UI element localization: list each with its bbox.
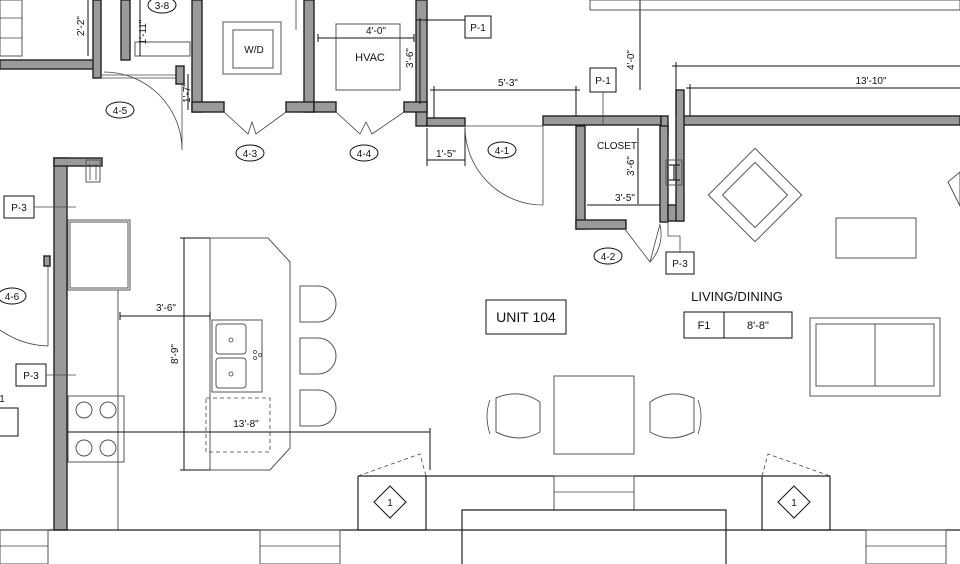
partition-tag-p3-left-bottom: P-3 <box>15 363 76 387</box>
dim-top-left-a: 2'-2" <box>76 16 87 36</box>
door-4-5-swing <box>103 71 183 151</box>
svg-text:4-6: 4-6 <box>5 292 20 303</box>
door-tag-4-5: 4-5 <box>105 101 135 119</box>
window-tag-left: 1 <box>373 485 407 519</box>
unit-label: UNIT 104 <box>496 309 556 325</box>
dim-jamb-return: 1'-5" <box>436 149 456 160</box>
top-left-rooms <box>0 0 191 79</box>
partition-tag-p3-closet: P-3 <box>665 220 695 275</box>
finish-tag-code: F1 <box>698 320 711 332</box>
svg-text:3-8: 3-8 <box>155 1 170 12</box>
closet <box>575 89 685 263</box>
dim-wall-stub: 1'-7" <box>182 83 193 103</box>
wd-hvac-closets <box>191 0 466 135</box>
unit-label-box <box>485 299 567 335</box>
kitchen-island <box>205 237 337 471</box>
partition-tag-p1-top: P-1 <box>464 15 492 39</box>
wd-label: W/D <box>244 45 263 56</box>
dim-upper-right: 4'-0" <box>626 50 637 70</box>
door-tag-4-3: 4-4 <box>349 144 379 162</box>
kitchen-counters <box>67 219 131 530</box>
door-tag-3-8: 3-8 <box>147 0 177 14</box>
svg-text:4-1: 4-1 <box>495 146 510 157</box>
svg-text:P-1: P-1 <box>470 23 486 34</box>
svg-text:4-5: 4-5 <box>113 106 128 117</box>
south-wall <box>0 453 960 564</box>
door-4-1-swing <box>464 125 544 206</box>
partial-tag-box <box>0 407 19 437</box>
door-tag-4-6: 4-6 <box>0 287 27 305</box>
partition-tag-p1-closet: P-1 <box>589 67 617 124</box>
finish-tag-height-box <box>723 311 793 339</box>
svg-text:4-4: 4-4 <box>357 149 372 160</box>
left-wall <box>0 157 103 531</box>
dim-kitchen-span: 13'-8" <box>233 419 259 430</box>
living-furniture <box>707 147 960 397</box>
dim-closet-width: 3'-5" <box>615 193 635 204</box>
dining-set <box>486 375 702 455</box>
svg-text:4-3: 4-3 <box>243 149 258 160</box>
living-dining-label: LIVING/DINING <box>691 289 783 304</box>
window-tag-right-text: 1 <box>791 498 797 509</box>
dim-hvac-depth: 3'-6" <box>405 48 416 68</box>
door-tag-4-4: 4-3 <box>235 144 265 162</box>
window-tag-left-text: 1 <box>387 498 393 509</box>
svg-text:4-2: 4-2 <box>601 252 616 263</box>
dim-corridor: 5'-3" <box>498 78 518 89</box>
dim-hvac-width: 4'-0" <box>366 26 386 37</box>
finish-tag-height: 8'-8" <box>747 320 769 332</box>
closet-label: CLOSET <box>597 141 637 152</box>
door-tag-4-2: 4-2 <box>593 247 623 265</box>
partition-tag-p3-left-top: P-3 <box>3 195 76 219</box>
svg-text:P-3: P-3 <box>672 259 688 270</box>
dim-island-offset: 3'-6" <box>156 303 176 314</box>
partial-tag-text: 1 <box>0 394 5 405</box>
dim-closet-depth: 3'-6" <box>626 156 637 176</box>
hvac-label: HVAC <box>355 52 385 64</box>
svg-text:P-1: P-1 <box>595 76 611 87</box>
dim-island-length: 8'-9" <box>170 344 181 364</box>
svg-text:P-3: P-3 <box>11 203 27 214</box>
dim-top-left-b: 1'-11" <box>138 19 149 44</box>
dim-living-span: 13'-10" <box>855 76 886 87</box>
door-tag-4-1: 4-1 <box>487 141 517 159</box>
svg-text:P-3: P-3 <box>23 371 39 382</box>
window-tag-right: 1 <box>777 485 811 519</box>
